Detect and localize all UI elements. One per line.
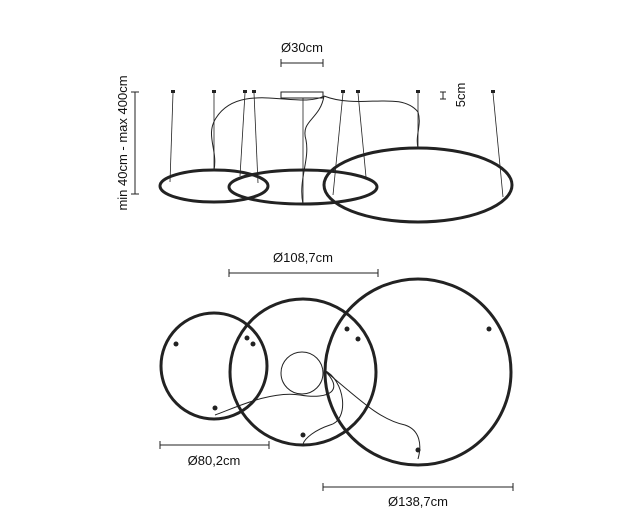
small-ring-diameter-label: Ø80,2cm bbox=[188, 453, 241, 468]
rings-side bbox=[158, 146, 514, 224]
canopy-diameter-label: Ø30cm bbox=[281, 40, 323, 55]
rings-top bbox=[159, 277, 513, 467]
top-view bbox=[159, 269, 514, 491]
medium-ring-diameter-label: Ø108,7cm bbox=[273, 250, 333, 265]
power-cables-top bbox=[214, 369, 421, 460]
power-cables bbox=[211, 95, 420, 205]
suspension-points bbox=[173, 326, 492, 453]
canopy bbox=[280, 91, 324, 99]
large-ring-diameter-label: Ø138,7cm bbox=[388, 494, 448, 509]
suspension-cables bbox=[169, 92, 504, 204]
side-view bbox=[131, 59, 514, 224]
canopy-height-label: 5cm bbox=[453, 83, 468, 108]
height-range-label: min 40cm - max 400cm bbox=[115, 75, 130, 210]
canopy-top bbox=[280, 351, 324, 395]
ceiling-hooks bbox=[171, 90, 495, 93]
diameter-dimension-lines bbox=[159, 269, 514, 491]
